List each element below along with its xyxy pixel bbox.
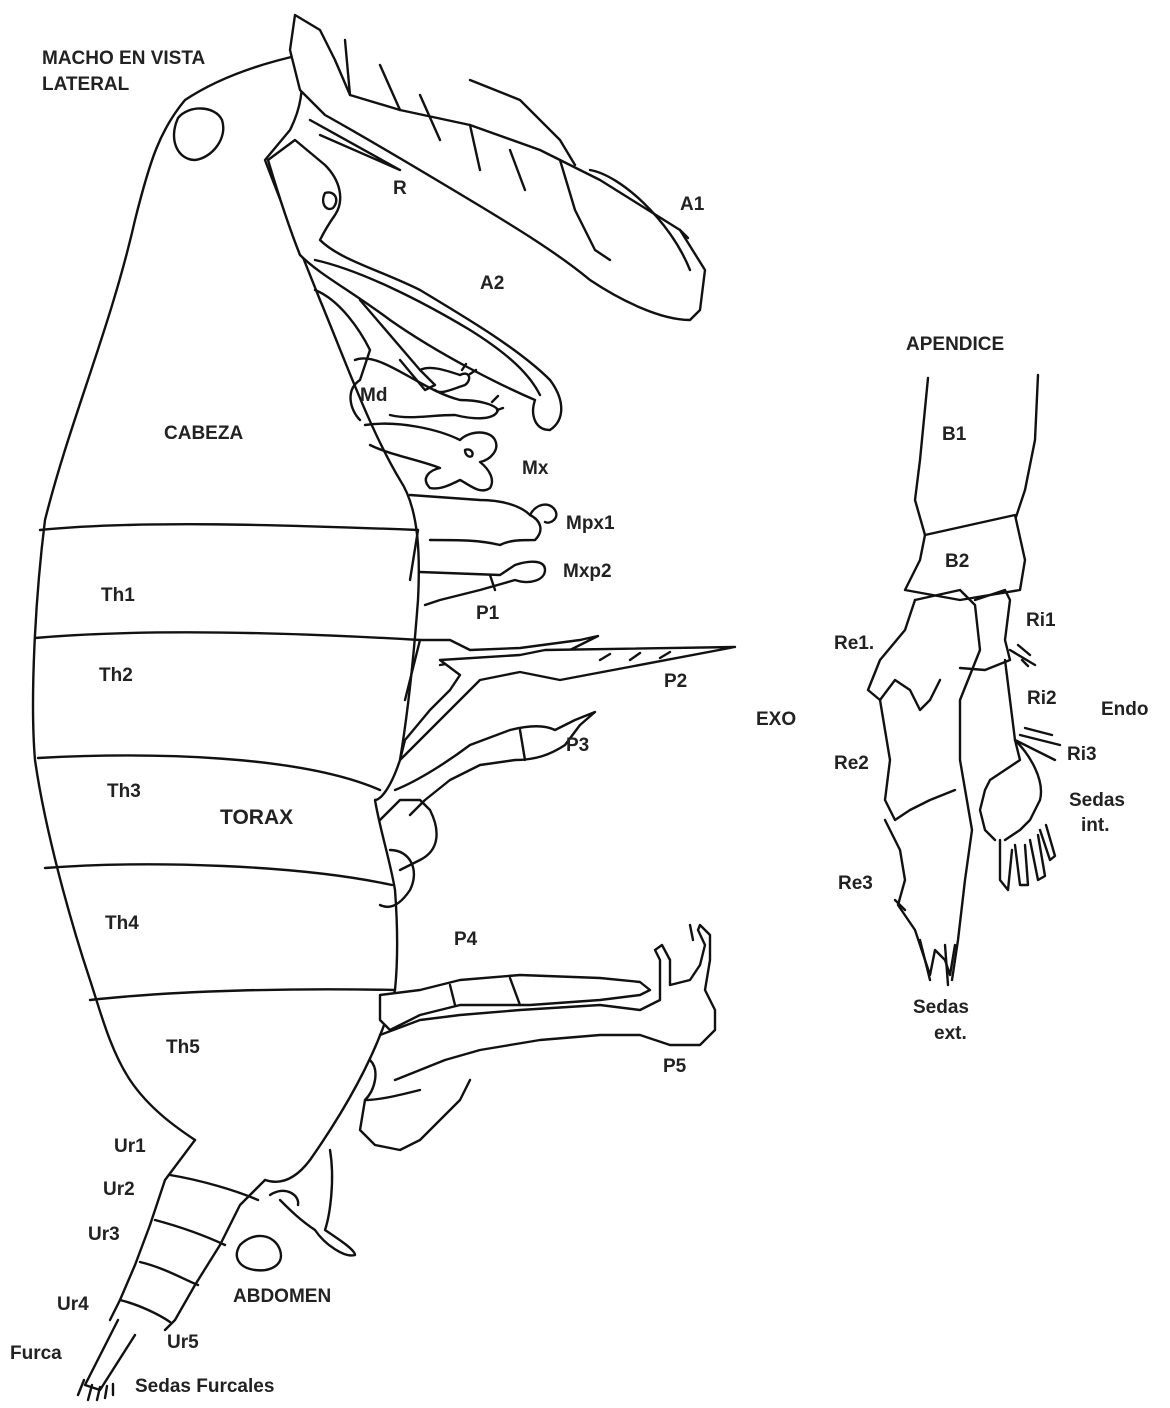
label-th4: Th4 <box>105 913 139 935</box>
label-ur1: Ur1 <box>114 1136 146 1158</box>
label-ur3: Ur3 <box>88 1224 120 1246</box>
label-p5: P5 <box>663 1056 686 1078</box>
label-b1: B1 <box>942 424 966 446</box>
label-sedas-int-line-1: Sedas <box>1069 790 1125 812</box>
label-ri2: Ri2 <box>1027 688 1057 710</box>
label-apendice: APENDICE <box>906 334 1004 356</box>
label-a2: A2 <box>480 273 504 295</box>
label-endo: Endo <box>1101 699 1149 721</box>
label-mx: Mx <box>522 458 548 480</box>
label-ur2: Ur2 <box>103 1179 135 1201</box>
label-exo: EXO <box>756 709 796 731</box>
label-p2: P2 <box>664 671 687 693</box>
label-p1: P1 <box>476 603 499 625</box>
maxilliped-1 <box>410 495 556 545</box>
maxilliped-2 <box>420 562 545 605</box>
label-th5: Th5 <box>166 1037 200 1059</box>
figure-title-line-2: LATERAL <box>42 74 129 96</box>
label-mxp2: Mxp2 <box>563 561 612 583</box>
label-furca: Furca <box>10 1343 62 1365</box>
label-ri1: Ri1 <box>1026 610 1056 632</box>
label-sedas-int-line-2: int. <box>1081 815 1110 837</box>
label-re1: Re1. <box>834 633 874 655</box>
label-th2: Th2 <box>99 665 133 687</box>
label-r: R <box>393 178 407 200</box>
figure-title-line-1: MACHO EN VISTA <box>42 48 205 70</box>
label-re3: Re3 <box>838 873 873 895</box>
label-ri3: Ri3 <box>1067 744 1097 766</box>
label-th1: Th1 <box>101 585 135 607</box>
label-md: Md <box>360 385 387 407</box>
body-outline <box>33 55 420 1400</box>
label-mpx1: Mpx1 <box>566 513 615 535</box>
label-sedas-ext-line-2: ext. <box>934 1023 967 1045</box>
label-ur4: Ur4 <box>57 1294 89 1316</box>
label-sedas-ext-line-1: Sedas <box>913 997 969 1019</box>
label-p4: P4 <box>454 929 477 951</box>
label-p3: P3 <box>566 735 589 757</box>
label-ur5: Ur5 <box>167 1332 199 1354</box>
label-sedas-furcales: Sedas Furcales <box>135 1376 274 1398</box>
appendix-drawing <box>868 375 1060 985</box>
label-torax: TORAX <box>220 807 293 829</box>
label-re2: Re2 <box>834 753 869 775</box>
maxilla-mx <box>365 424 496 491</box>
label-b2: B2 <box>945 551 969 573</box>
label-abdomen: ABDOMEN <box>233 1286 331 1308</box>
label-cabeza: CABEZA <box>164 423 243 445</box>
label-a1: A1 <box>680 194 704 216</box>
label-th3: Th3 <box>107 781 141 803</box>
